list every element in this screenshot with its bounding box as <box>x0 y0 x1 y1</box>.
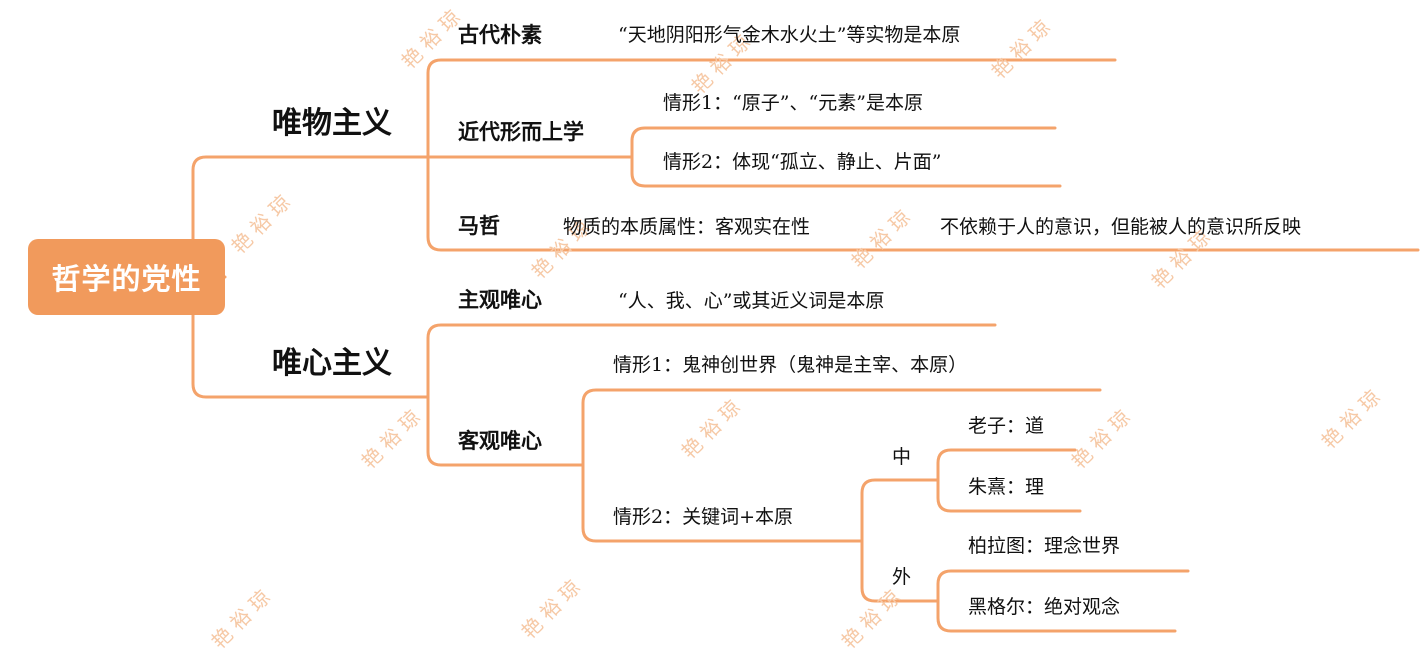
connector-modern <box>630 126 1062 188</box>
connector-idealism <box>426 323 997 467</box>
china-label: 中 <box>892 446 912 468</box>
root-node: 哲学的党性 <box>28 239 225 315</box>
watermark: 艳 裕 琼 <box>357 405 425 473</box>
watermark: 艳 裕 琼 <box>397 5 465 73</box>
marxist-attr: 物质的本质属性：客观实在性 <box>563 216 811 238</box>
idealism-label: 唯心主义 <box>272 346 392 381</box>
marxist-label: 马哲 <box>458 214 500 238</box>
subjective-label: 主观唯心 <box>458 288 542 312</box>
connector-china <box>936 448 1082 513</box>
watermark: 艳 裕 琼 <box>837 585 905 653</box>
foreign-item: 柏拉图：理念世界 <box>968 535 1121 557</box>
china-item: 朱熹：理 <box>968 476 1045 498</box>
watermark: 艳 裕 琼 <box>1067 405 1135 473</box>
root-label: 哲学的党性 <box>51 262 202 296</box>
watermark: 艳 裕 琼 <box>1317 385 1385 453</box>
marxist-desc: 不依赖于人的意识，但能被人的意识所反映 <box>940 216 1302 238</box>
connector-case2 <box>860 478 940 603</box>
materialism-label: 唯物主义 <box>272 106 392 141</box>
connector-objective <box>581 388 1102 543</box>
china-item: 老子：道 <box>968 415 1045 437</box>
foreign-label: 外 <box>892 566 912 588</box>
foreign-item: 黑格尔：绝对观念 <box>968 596 1121 618</box>
watermark: 艳 裕 琼 <box>227 190 295 258</box>
modern-label: 近代形而上学 <box>458 120 584 144</box>
connector-materialism <box>426 58 1420 252</box>
ancient-desc: “天地阴阳形气金木水火土”等实物是本原 <box>618 24 961 46</box>
ancient-label: 古代朴素 <box>458 23 542 47</box>
watermark: 艳 裕 琼 <box>987 15 1055 83</box>
modern-case2: 情形2：体现“孤立、静止、片面” <box>663 151 942 173</box>
connector-root <box>191 155 430 399</box>
modern-case1: 情形1：“原子”、“元素”是本原 <box>663 92 923 114</box>
objective-label: 客观唯心 <box>458 429 542 453</box>
watermark: 艳 裕 琼 <box>207 585 275 653</box>
connector-foreign <box>936 569 1190 633</box>
watermark: 艳 裕 琼 <box>517 575 585 643</box>
watermark: 艳 裕 琼 <box>847 205 915 273</box>
subjective-desc: “人、我、心”或其近义词是本原 <box>618 290 885 312</box>
watermark: 艳 裕 琼 <box>677 395 745 463</box>
objective-case1: 情形1：鬼神创世界（鬼神是主宰、本原） <box>613 354 968 376</box>
objective-case2: 情形2：关键词+本原 <box>613 506 794 528</box>
